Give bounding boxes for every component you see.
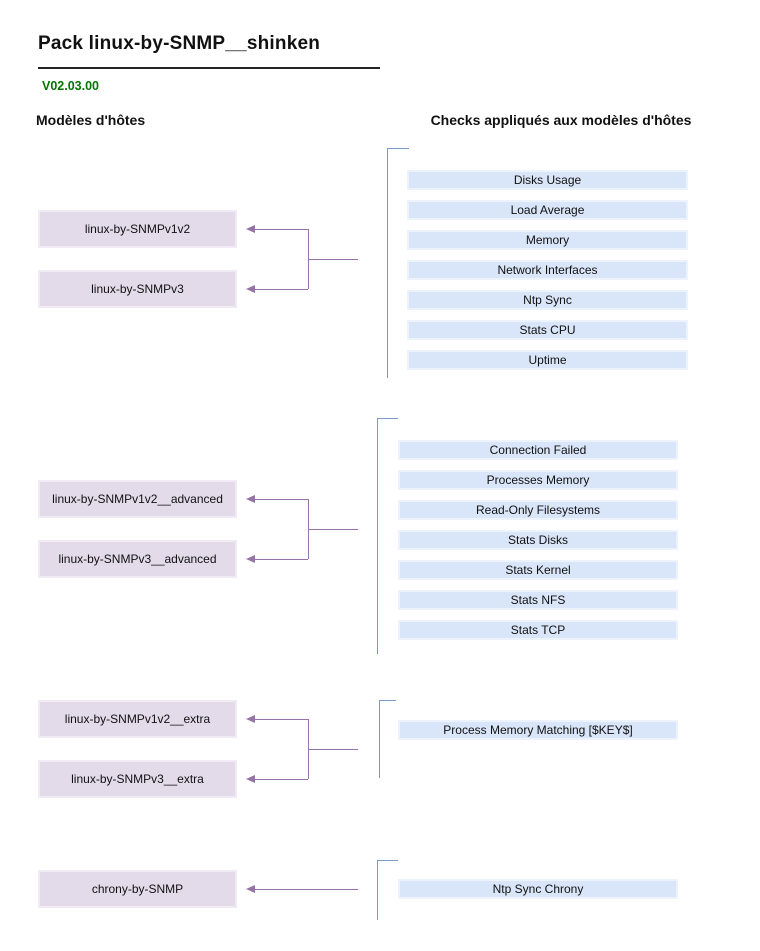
arrowhead-icon <box>246 775 255 783</box>
stub-line <box>308 749 358 750</box>
arrow-line <box>254 499 308 500</box>
checks-group-bracket <box>377 418 398 654</box>
arrow-line <box>254 889 358 890</box>
check-box: Stats TCP <box>398 620 678 640</box>
check-box: Network Interfaces <box>407 260 688 280</box>
checks-group-bracket <box>387 148 409 378</box>
check-box: Stats Kernel <box>398 560 678 580</box>
check-box: Memory <box>407 230 688 250</box>
arrow-line <box>254 559 308 560</box>
check-box: Stats CPU <box>407 320 688 340</box>
host-template-box: linux-by-SNMPv1v2__advanced <box>38 480 237 518</box>
check-box: Stats NFS <box>398 590 678 610</box>
arrowhead-icon <box>246 285 255 293</box>
check-box: Disks Usage <box>407 170 688 190</box>
check-box: Connection Failed <box>398 440 678 460</box>
arrow-line <box>254 229 308 230</box>
stub-line <box>308 259 358 260</box>
check-box: Uptime <box>407 350 688 370</box>
host-template-box: linux-by-SNMPv3__advanced <box>38 540 237 578</box>
version-label: V02.03.00 <box>42 79 99 93</box>
check-box: Stats Disks <box>398 530 678 550</box>
check-box: Ntp Sync <box>407 290 688 310</box>
checks-group-bracket <box>379 700 396 778</box>
title-underline <box>38 67 380 69</box>
arrowhead-icon <box>246 555 255 563</box>
check-box: Load Average <box>407 200 688 220</box>
arrowhead-icon <box>246 715 255 723</box>
stub-line <box>308 529 358 530</box>
arrowhead-icon <box>246 225 255 233</box>
arrowhead-icon <box>246 495 255 503</box>
check-box: Read-Only Filesystems <box>398 500 678 520</box>
checks-group-bracket <box>377 860 398 920</box>
host-template-box: linux-by-SNMPv1v2__extra <box>38 700 237 738</box>
host-templates-column-header: Modèles d'hôtes <box>36 112 146 128</box>
arrow-line <box>254 779 308 780</box>
host-template-box: linux-by-SNMPv1v2 <box>38 210 237 248</box>
arrow-line <box>254 289 308 290</box>
arrow-line <box>254 719 308 720</box>
check-box: Processes Memory <box>398 470 678 490</box>
check-box: Process Memory Matching [$KEY$] <box>398 720 678 740</box>
host-template-box: linux-by-SNMPv3 <box>38 270 237 308</box>
checks-column-header: Checks appliqués aux modèles d'hôtes <box>430 112 692 128</box>
host-template-box: chrony-by-SNMP <box>38 870 237 908</box>
page-title: Pack linux-by-SNMP__shinken <box>38 33 321 54</box>
check-box: Ntp Sync Chrony <box>398 879 678 899</box>
arrowhead-icon <box>246 885 255 893</box>
host-template-box: linux-by-SNMPv3__extra <box>38 760 237 798</box>
